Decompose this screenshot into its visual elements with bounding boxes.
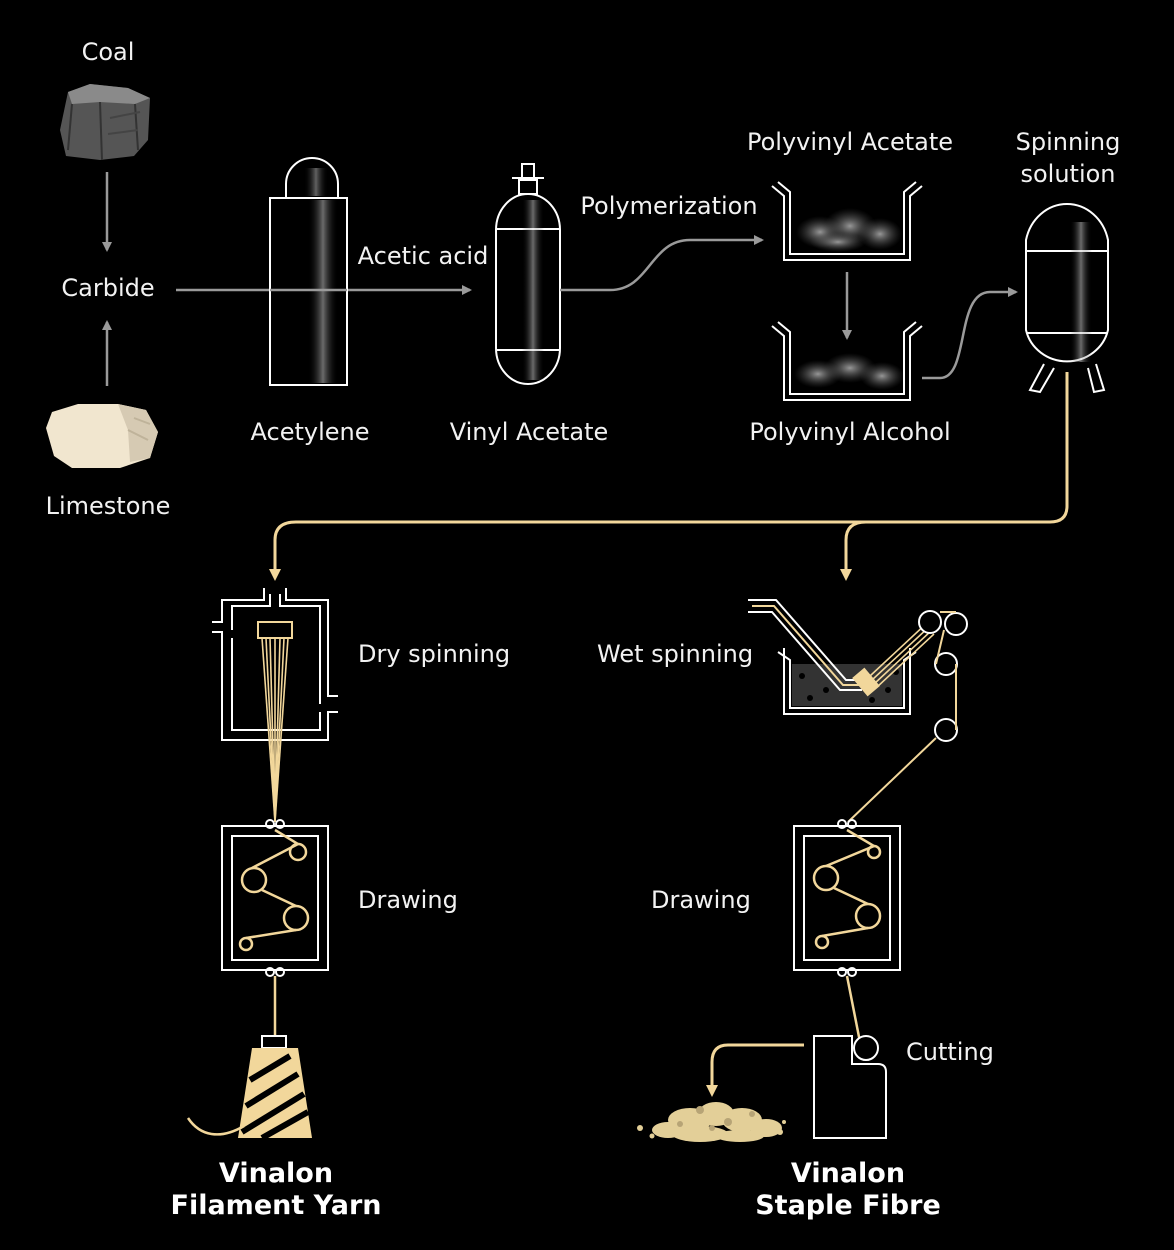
label-polymerization: Polymerization: [580, 192, 758, 220]
vinyl-acetate-cylinder-icon: [495, 163, 561, 385]
label-polyvinyl-acetate: Polyvinyl Acetate: [746, 128, 954, 156]
spinning-solution-vessel-icon: [1025, 203, 1109, 394]
label-wet-spinning: Wet spinning: [597, 640, 754, 668]
product-filament-line2: Filament Yarn: [170, 1190, 382, 1221]
wet-spinning-unit-icon: [748, 599, 968, 823]
acetylene-tank-icon: [269, 157, 348, 386]
coal-rock-icon: [60, 84, 150, 161]
staple-fibre-pile-icon: [637, 1102, 786, 1142]
yarn-bobbin-icon: [186, 1035, 312, 1141]
cutting-machine-icon: [813, 1035, 887, 1139]
label-spinning-solution-line2: solution: [1020, 160, 1116, 188]
polyvinyl-alcohol-tray-icon: [771, 321, 923, 401]
label-polyvinyl-alcohol: Polyvinyl Alcohol: [749, 418, 951, 446]
label-acetylene: Acetylene: [250, 418, 370, 446]
product-staple-line1: Vinalon: [790, 1158, 906, 1189]
label-acetic-acid: Acetic acid: [357, 242, 489, 270]
dry-spinning-unit-icon: [212, 588, 338, 823]
cutting-to-fibre-arrow: [706, 1043, 804, 1097]
polymerization-arrow: [560, 235, 764, 292]
limestone-rock-icon: [46, 404, 158, 468]
label-vinyl-acetate: Vinyl Acetate: [449, 418, 609, 446]
polyvinyl-acetate-tray-icon: [771, 181, 923, 261]
solution-to-wet-arrow: [840, 520, 867, 581]
label-coal: Coal: [81, 38, 135, 66]
alcohol-to-solution-arrow: [922, 287, 1018, 380]
label-limestone: Limestone: [45, 492, 171, 520]
label-drawing-left: Drawing: [358, 886, 458, 914]
drawing-unit-left-icon: [221, 819, 329, 977]
label-dry-spinning: Dry spinning: [358, 640, 511, 668]
label-cutting: Cutting: [906, 1038, 994, 1066]
label-carbide: Carbide: [61, 274, 155, 302]
product-staple-line2: Staple Fibre: [755, 1190, 941, 1221]
staple-thread: [845, 975, 862, 1043]
label-spinning-solution-line1: Spinning: [1015, 128, 1121, 156]
drawing-unit-right-icon: [793, 819, 901, 977]
product-filament-line1: Vinalon: [218, 1158, 334, 1189]
label-drawing-right: Drawing: [651, 886, 751, 914]
solution-to-dry-arrow: [269, 372, 1069, 581]
